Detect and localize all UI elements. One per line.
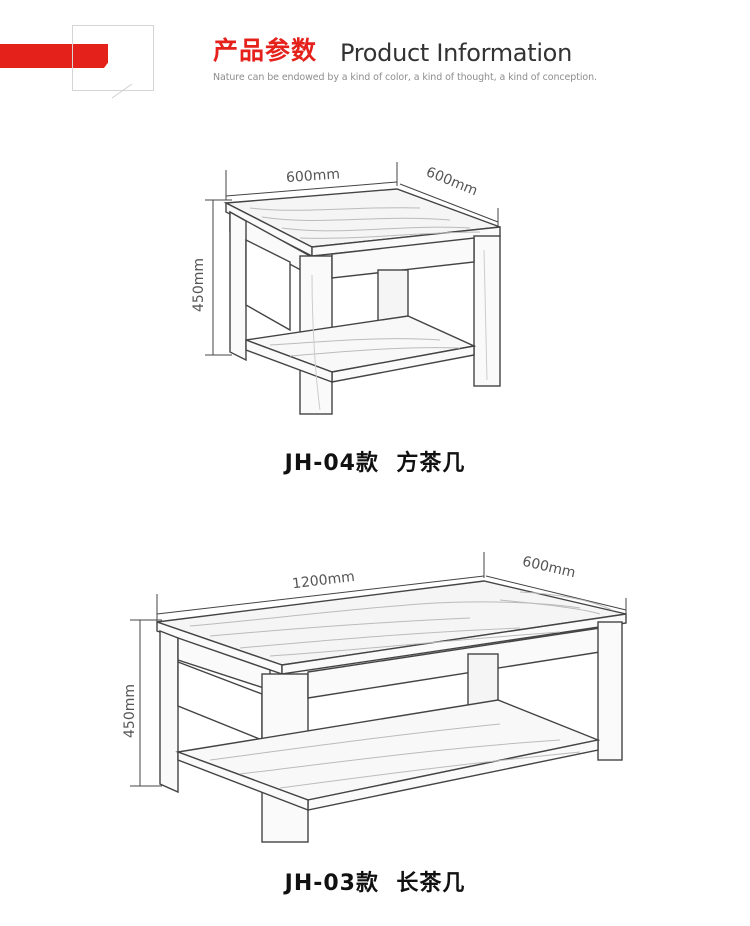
square-depth-label: 600mm [424,164,480,199]
section-title-cn: 产品参数 [213,36,318,65]
header-box-accent [111,83,133,99]
long-height-label: 450mm [122,684,138,738]
product-caption-jh04: JH-04款 方茶几 [0,445,750,477]
product-name-jh03: 长茶几 [396,871,466,896]
header-red-bar [0,44,108,68]
product-name-jh04: 方茶几 [396,451,466,476]
header-frame-box [72,25,154,91]
product-model-jh03: JH-03款 [284,871,379,896]
long-table-drawing: 1200mm 600mm 450mm [122,552,627,843]
long-depth-label: 600mm [521,554,577,582]
product-model-jh04: JH-04款 [284,451,379,476]
long-width-label: 1200mm [291,569,355,593]
section-subtitle: Nature can be endowed by a kind of color… [213,72,597,83]
square-height-label: 450mm [191,258,207,312]
product-caption-jh03: JH-03款 长茶几 [0,865,750,897]
square-width-label: 600mm [286,166,341,186]
square-table-drawing: 600mm 600mm 450mm [191,162,501,415]
section-title-en: Product Information [340,39,572,67]
header: 产品参数 Product Information Nature can be e… [0,0,750,100]
